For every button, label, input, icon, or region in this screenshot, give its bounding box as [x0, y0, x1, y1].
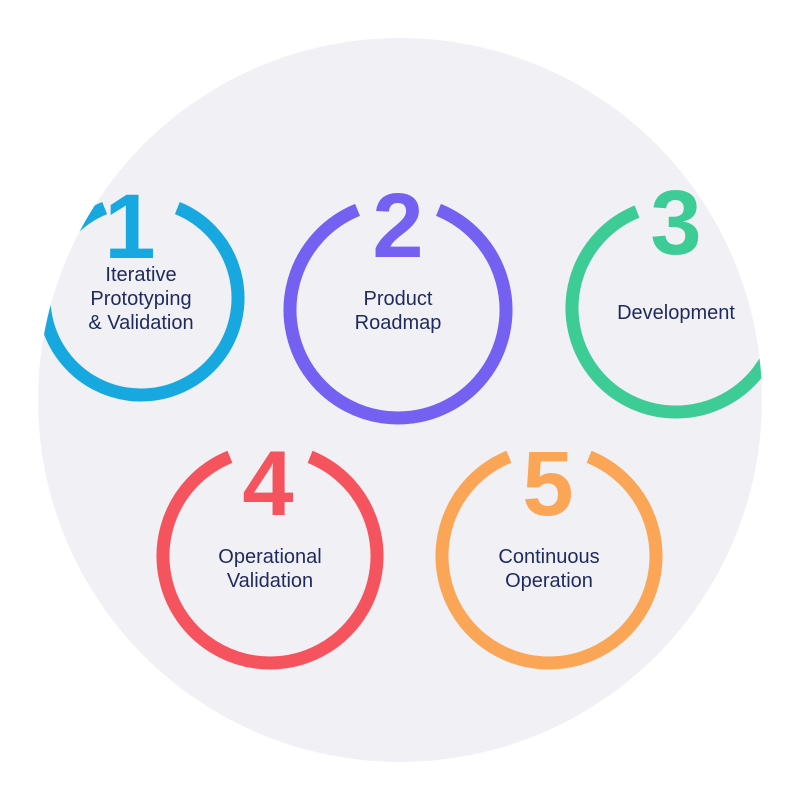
step-1-label-line: & Validation: [88, 312, 193, 334]
step-2-number: 2: [372, 175, 423, 277]
step-2-ring: [283, 203, 513, 425]
step-2-label-line: Roadmap: [355, 312, 442, 334]
step-5-number: 5: [522, 433, 573, 535]
step-3-ring: [565, 205, 762, 419]
step-3-number: 3: [650, 172, 701, 274]
step-3-label-line: Development: [617, 302, 735, 324]
step-5-label-line: Continuous: [498, 546, 599, 568]
step-5-ring: [435, 450, 663, 670]
step-1-label-line: Prototyping: [90, 288, 191, 310]
step-4-ring: [156, 450, 384, 670]
step-1-number: 1: [104, 176, 155, 278]
step-5-label-line: Operation: [505, 570, 593, 592]
background-circle: [38, 38, 762, 762]
step-2-label-line: Product: [364, 288, 433, 310]
step-4-label-line: Operational: [218, 546, 321, 568]
step-4-label-line: Validation: [227, 570, 313, 592]
step-1-label-line: Iterative: [105, 264, 176, 286]
step-4-number: 4: [242, 433, 293, 535]
